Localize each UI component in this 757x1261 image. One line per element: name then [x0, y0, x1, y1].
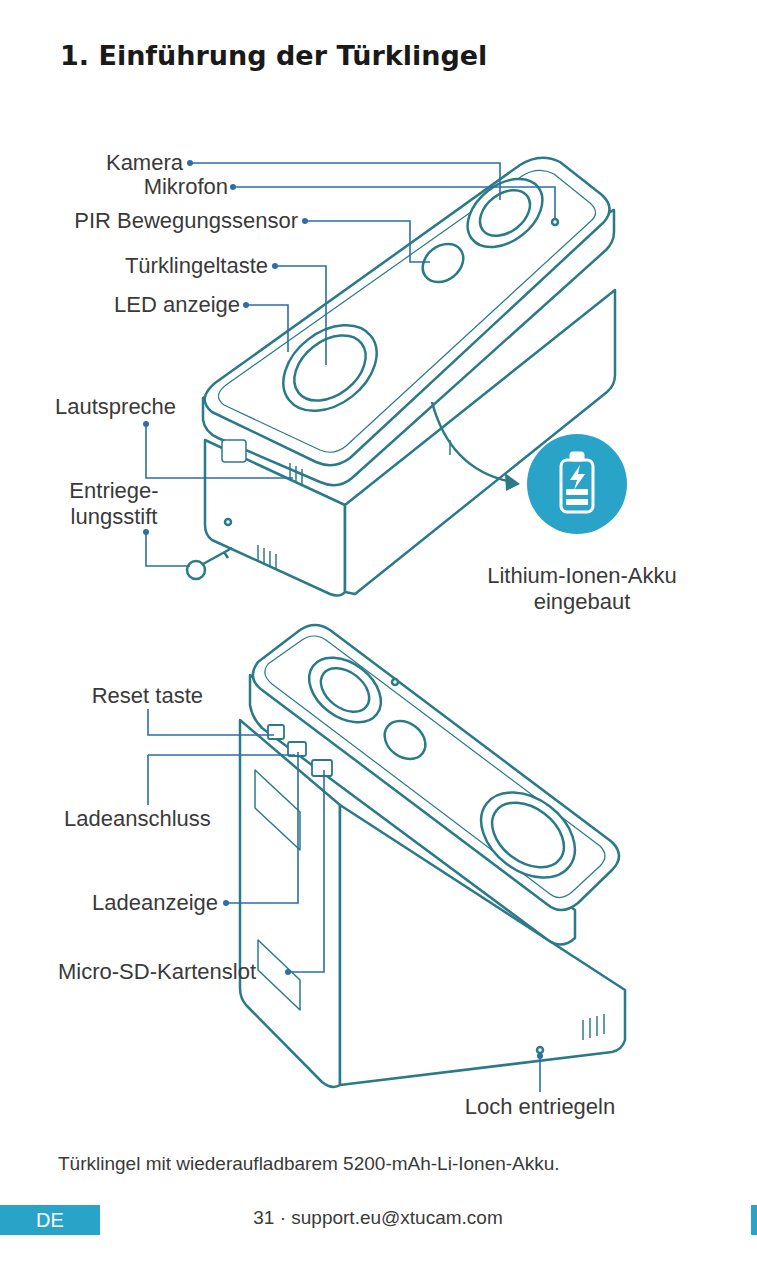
microphone	[392, 679, 398, 685]
arrow-head	[505, 473, 520, 491]
led-ring	[267, 308, 393, 429]
unlock-pin-shaft	[203, 548, 232, 564]
part-label: Türklingeltaste	[60, 253, 268, 279]
language-code: DE	[36, 1209, 64, 1232]
camera-ring	[297, 644, 393, 735]
sd-card-slot	[312, 760, 332, 776]
charging-port	[288, 742, 306, 756]
part-label: Reset taste	[40, 683, 203, 709]
pir-sensor	[377, 713, 433, 767]
doorbell-button	[282, 322, 378, 414]
reset-button	[268, 725, 284, 739]
unit-top-face	[253, 625, 619, 910]
battery-icon	[561, 453, 593, 512]
unit-top-inner	[265, 636, 605, 898]
pir-sensor	[415, 236, 471, 290]
camera-ring	[455, 165, 556, 261]
unit-top-face	[205, 158, 610, 466]
arrow	[432, 402, 512, 482]
led-ring	[465, 775, 591, 895]
part-label: Lithium-Ionen-Akku eingebaut	[457, 563, 707, 615]
unlock-pin	[187, 561, 205, 579]
microphone	[552, 219, 558, 225]
part-label: Ladeanzeige	[30, 890, 218, 916]
part-label: Micro-SD-Kartenslot	[58, 959, 290, 985]
part-label: Ladeanschluss	[64, 806, 264, 832]
part-label: Kamera	[83, 150, 183, 176]
part-label: Lautspreche	[55, 394, 255, 420]
battery-badge	[527, 434, 627, 534]
caption: Türklingel mit wiederaufladbarem 5200-mA…	[58, 1153, 560, 1175]
part-label: LED anzeige	[70, 292, 240, 318]
part-label: PIR Bewegungssensor	[30, 208, 298, 234]
camera-lens	[471, 181, 539, 245]
language-band: DE	[0, 1205, 100, 1235]
part-label: Mikrofon	[106, 174, 228, 200]
unlock-hole	[537, 1047, 543, 1053]
doorbell-button	[480, 789, 576, 880]
footer-text: 31 · support.eu@xtucam.com	[178, 1205, 578, 1231]
part-label: Entriege- lungsstift	[58, 478, 170, 530]
unlock-hole	[225, 519, 231, 525]
footer-bar	[751, 1205, 757, 1235]
part-label: Loch entriegeln	[420, 1094, 660, 1120]
page-title: 1. Einführung der Türklingel	[60, 40, 487, 71]
camera-lens	[313, 659, 378, 720]
